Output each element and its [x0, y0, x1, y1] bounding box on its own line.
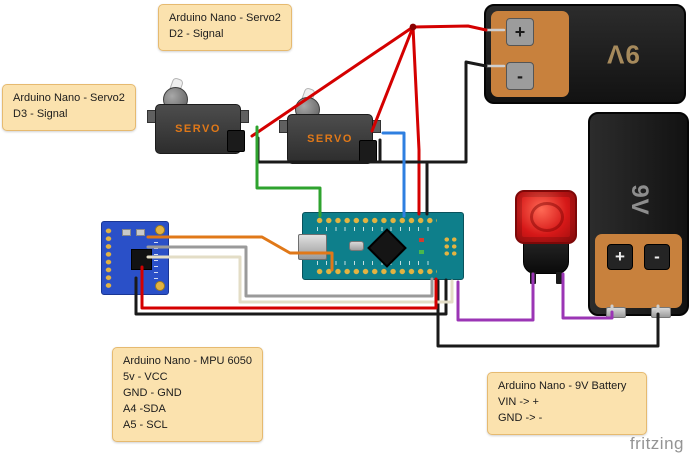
- mpu-mounting-hole: [155, 225, 165, 235]
- wire-junction-dot: [409, 23, 417, 31]
- mpu-silkscreen-text: [154, 236, 158, 280]
- nano-pin-labels: [317, 261, 435, 265]
- battery-9v-right: + - 9V: [588, 112, 689, 318]
- servo-body: SERVO: [155, 104, 241, 154]
- nano-icsp-header: [443, 236, 458, 257]
- nano-pin-labels: [317, 227, 435, 231]
- nano-pin-row-bottom: [315, 267, 437, 276]
- nano-power-led: [419, 238, 424, 242]
- mpu-pin-column: [104, 227, 113, 289]
- note-line: 5v - VCC: [123, 370, 168, 383]
- note-mpu6050: Arduino Nano - MPU 6050 5v - VCC GND - G…: [112, 347, 264, 442]
- wire-blue-servo2-signal-d2: [381, 131, 406, 218]
- battery-terminal-area: + -: [595, 234, 682, 308]
- mpu-capacitor: [122, 229, 131, 236]
- servo-2: SERVO: [279, 86, 385, 168]
- nano-usb-connector: [298, 234, 327, 260]
- servo-1: SERVO: [147, 76, 253, 158]
- mpu-capacitor: [136, 229, 145, 236]
- battery-9v-top: + - 9V: [484, 4, 686, 104]
- push-button: [515, 190, 577, 284]
- mpu-sensor-chip: [131, 249, 152, 270]
- note-line: GND - GND: [123, 386, 182, 399]
- wire-red-arduino-vin: [411, 25, 421, 216]
- battery-terminal-plus: +: [506, 18, 534, 46]
- note-line: A5 - SCL: [123, 418, 168, 431]
- note-line: Arduino Nano - Servo2: [13, 92, 125, 104]
- note-line: Arduino Nano - Servo2: [169, 12, 281, 24]
- servo-connector: [359, 140, 377, 162]
- battery-voltage-label: 9V: [606, 39, 640, 70]
- fritzing-watermark: fritzing: [629, 434, 684, 453]
- wire-red-battery-to-junction: [411, 24, 488, 32]
- mpu-mounting-hole: [155, 281, 165, 291]
- battery-terminal-minus: -: [644, 244, 670, 270]
- mpu-6050-board: [101, 221, 169, 295]
- note-line: D3 - Signal: [13, 107, 68, 120]
- push-button-cap: [515, 190, 577, 244]
- battery-terminal-minus: -: [506, 62, 534, 90]
- battery-solder-pad: [606, 307, 626, 318]
- arduino-nano-board: [298, 212, 464, 280]
- note-line: Arduino Nano - 9V Battery: [498, 380, 627, 392]
- note-line: VIN -> +: [498, 395, 539, 408]
- nano-oscillator: [349, 241, 364, 251]
- note-line: D2 - Signal: [169, 27, 224, 40]
- servo-label: SERVO: [175, 123, 221, 135]
- note-line: GND -> -: [498, 411, 543, 424]
- wire-black-mpu-gnd: [134, 276, 448, 316]
- servo-connector: [227, 130, 245, 152]
- nano-pin-row-top: [315, 216, 437, 225]
- battery-voltage-label: 9V: [625, 184, 653, 216]
- battery-solder-pad: [651, 307, 671, 318]
- note-9v-battery: Arduino Nano - 9V Battery VIN -> + GND -…: [487, 372, 647, 435]
- push-button-pin: [556, 272, 562, 284]
- note-servo2-d3: Arduino Nano - Servo2 D3 - Signal: [2, 84, 136, 131]
- note-line: Arduino Nano - MPU 6050: [123, 355, 253, 367]
- servo-label: SERVO: [307, 133, 353, 145]
- push-button-pin: [530, 272, 536, 284]
- nano-status-led: [419, 250, 424, 254]
- note-line: A4 -SDA: [123, 402, 166, 415]
- battery-terminal-plus: +: [607, 244, 633, 270]
- note-servo2-d2: Arduino Nano - Servo2 D2 - Signal: [158, 4, 292, 51]
